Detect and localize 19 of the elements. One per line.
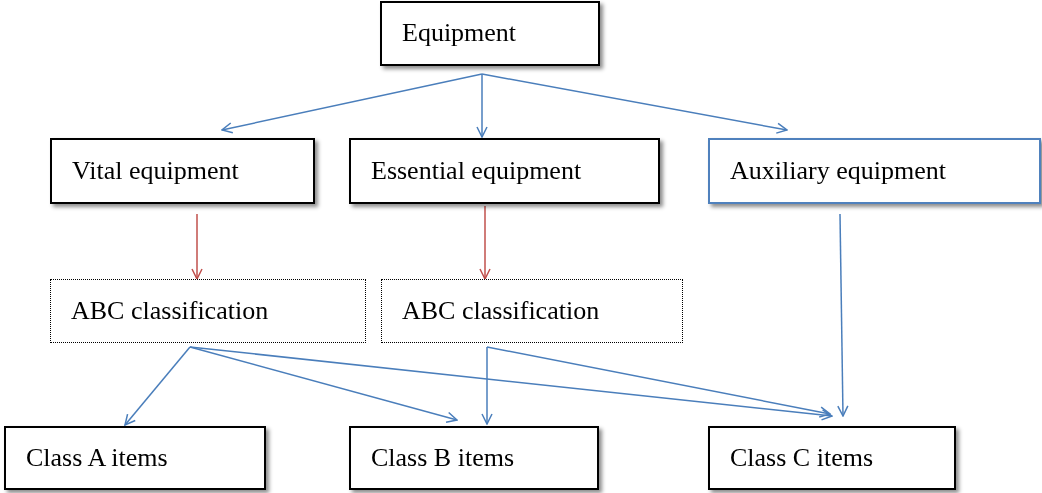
arrow <box>486 346 831 418</box>
process-box: Class C items <box>708 426 956 490</box>
process-box: ABC classification <box>50 279 366 343</box>
arrow <box>189 346 833 421</box>
arrow <box>476 73 488 138</box>
process-box: Vital equipment <box>50 138 315 204</box>
arrow <box>221 73 483 134</box>
arrow <box>191 213 203 280</box>
arrow <box>837 213 849 417</box>
arrow <box>124 346 191 426</box>
process-box: Essential equipment <box>349 138 660 204</box>
process-box: Equipment <box>380 1 600 66</box>
process-box: ABC classification <box>381 279 683 343</box>
arrow <box>481 346 493 425</box>
arrow <box>481 73 788 134</box>
arrow <box>479 205 491 280</box>
process-box: Class B items <box>349 426 599 490</box>
process-box: Class A items <box>4 426 266 490</box>
process-box: Auxiliary equipment <box>708 138 1041 204</box>
